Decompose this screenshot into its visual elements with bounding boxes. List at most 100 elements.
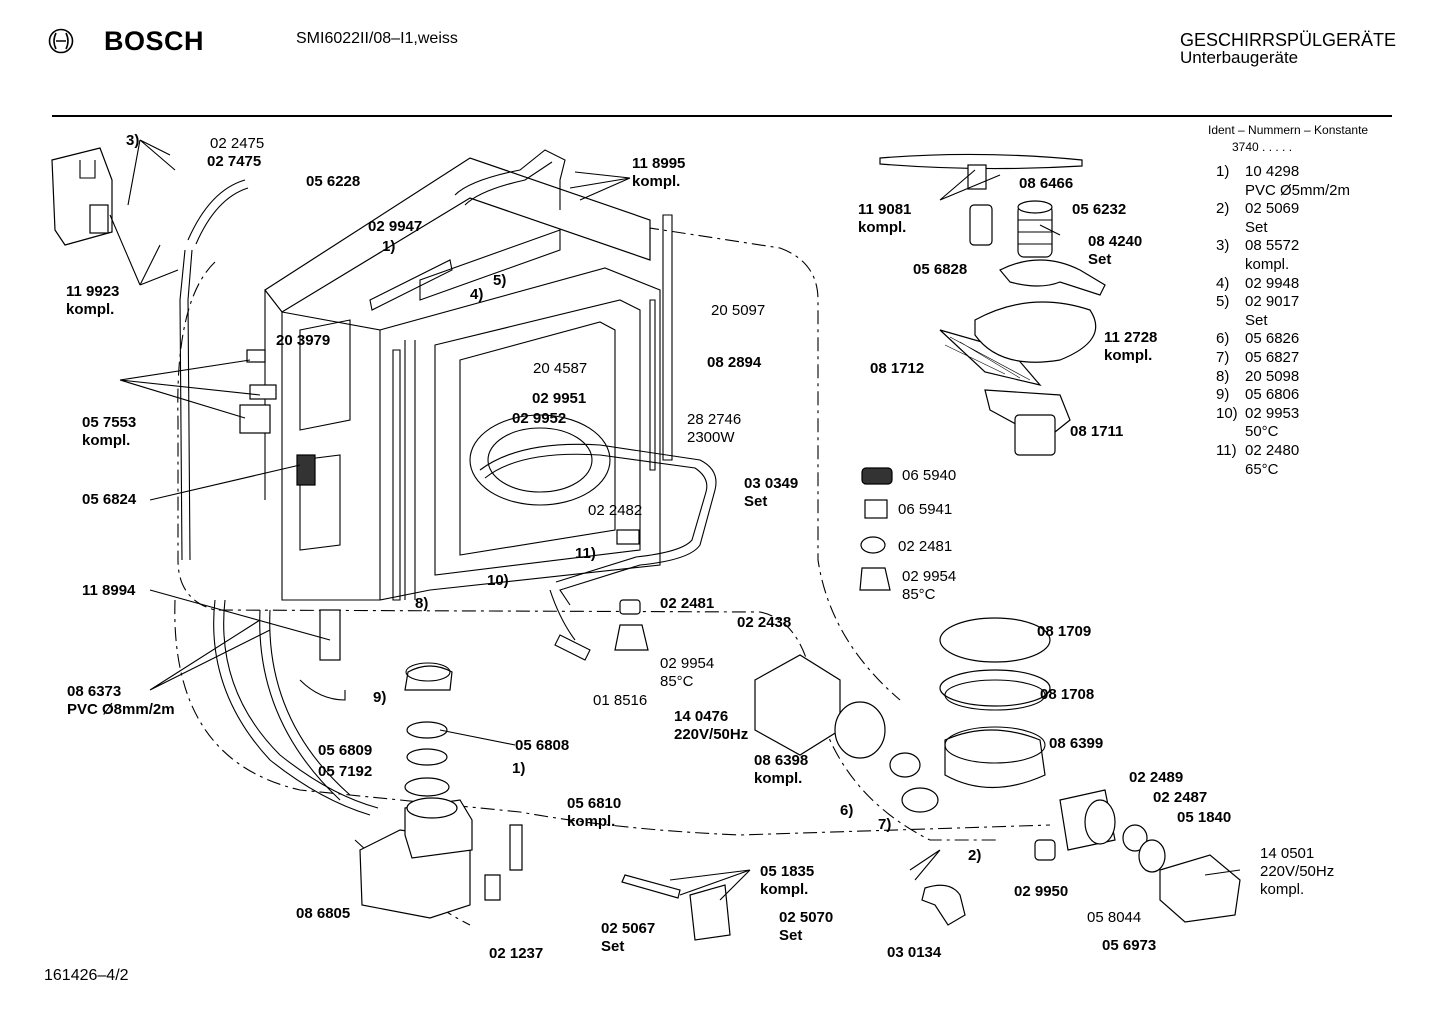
part-callout-line: 7) <box>878 816 891 833</box>
part-callout: 06 5940 <box>902 467 956 484</box>
part-callout-line: 3) <box>126 132 139 149</box>
part-callout-line: 10) <box>487 572 509 589</box>
part-callout-line: 20 4587 <box>533 360 587 377</box>
legend-text: 50°C <box>1245 423 1279 441</box>
part-callout-line: kompl. <box>858 219 906 236</box>
legend-number: 6) <box>1216 330 1230 348</box>
ident-value: 3740 . . . . . <box>1232 140 1293 154</box>
part-callout: 05 6228 <box>306 173 360 190</box>
legend-row: 50°C <box>1216 423 1350 442</box>
part-callout-line: 11 8994 <box>82 582 136 599</box>
part-callout: 02 2489 <box>1129 769 1183 786</box>
legend-row: 65°C <box>1216 461 1350 480</box>
part-callout-line: 02 2438 <box>737 614 791 631</box>
part-callout: 02 9950 <box>1014 883 1068 900</box>
part-callout-line: 05 6232 <box>1072 201 1126 218</box>
legend-row: Set <box>1216 219 1350 238</box>
legend-number: 10) <box>1216 404 1238 422</box>
part-callout-line: 08 6466 <box>1019 175 1073 192</box>
part-callout: 02 9951 <box>532 390 586 407</box>
part-callout: 06 5941 <box>898 501 952 518</box>
legend-number: 7) <box>1216 348 1230 366</box>
part-callout-line: 05 6228 <box>306 173 360 190</box>
part-callout-line: 85°C <box>902 586 936 603</box>
part-callout-line: 05 6808 <box>515 737 569 754</box>
part-callout: 2) <box>968 847 981 864</box>
header-divider <box>52 115 1392 117</box>
part-callout-line: 02 9954 <box>660 655 714 672</box>
part-callout: 08 1708 <box>1040 686 1094 703</box>
legend-row: 2)02 5069 <box>1216 200 1350 219</box>
part-callout-line: 05 1840 <box>1177 809 1231 826</box>
part-callout: 02 2475 <box>210 135 264 152</box>
category-title: GESCHIRRSPÜLGERÄTE <box>1180 30 1397 50</box>
part-callout-line: 08 1712 <box>870 360 924 377</box>
part-callout: 08 1711 <box>1070 423 1123 440</box>
legend-text: 65°C <box>1245 460 1279 478</box>
part-callout-line: 05 7192 <box>318 763 372 780</box>
part-callout: 3) <box>126 132 139 149</box>
part-callout-line: 14 0476 <box>674 708 728 725</box>
part-callout-line: 05 6810 <box>567 795 621 812</box>
part-callout: 05 7192 <box>318 763 372 780</box>
part-callout: 01 8516 <box>593 692 647 709</box>
legend-number: 9) <box>1216 386 1230 404</box>
part-callout: 1) <box>512 760 525 777</box>
legend-text: kompl. <box>1245 255 1290 273</box>
legend-row: 3)08 5572 <box>1216 237 1350 256</box>
part-callout-line: 02 2489 <box>1129 769 1183 786</box>
part-callout-line: 1) <box>512 760 525 777</box>
legend-row: 6) 05 6826 <box>1216 330 1350 349</box>
legend-number: 5) <box>1216 293 1230 311</box>
part-callout-line: 03 0134 <box>887 944 942 961</box>
part-callout-line: 220V/50Hz <box>674 726 748 743</box>
part-callout-line: 08 4240 <box>1088 233 1142 250</box>
part-callout-line: 20 3979 <box>276 332 330 349</box>
part-callout-line: 11 9081 <box>858 201 911 218</box>
part-callout-line: Set <box>779 927 802 944</box>
part-callout-line: 06 5940 <box>902 467 956 484</box>
part-callout-line: 28 2746 <box>687 411 741 428</box>
legend-number: 2) <box>1216 200 1230 218</box>
legend-row: PVC Ø5mm/2m <box>1216 182 1350 201</box>
part-callout: 05 6824 <box>82 491 137 508</box>
part-callout-line: kompl. <box>567 813 615 830</box>
part-callout-line: kompl. <box>66 301 114 318</box>
legend-text: 02 9017 <box>1245 293 1300 311</box>
part-callout: 05 1840 <box>1177 809 1231 826</box>
legend-number: 8) <box>1216 367 1230 385</box>
legend-row: 8) 20 5098 <box>1216 368 1350 387</box>
legend-row: 10)02 9953 <box>1216 405 1350 424</box>
part-callout-line: kompl. <box>82 432 130 449</box>
part-callout: 05 8044 <box>1087 909 1141 926</box>
legend-text: 20 5098 <box>1245 367 1300 385</box>
legend-row: 7)05 6827 <box>1216 349 1350 368</box>
part-callout: 02 2481 <box>660 595 714 612</box>
legend-text: 05 6826 <box>1245 330 1300 348</box>
part-callout-line: 02 9947 <box>368 218 422 235</box>
brand-name: BOSCH <box>104 26 205 56</box>
part-callout: 11 8994 <box>82 582 136 599</box>
legend-row: 1)10 4298 <box>1216 163 1350 182</box>
legend-row: 9)05 6806 <box>1216 386 1350 405</box>
part-callout-line: 2) <box>968 847 981 864</box>
part-callout: 4) <box>470 286 483 303</box>
part-callout: 03 0134 <box>887 944 942 961</box>
part-callout: 8) <box>415 595 428 612</box>
part-callout-line: 05 6828 <box>913 261 967 278</box>
part-callout-line: 8) <box>415 595 428 612</box>
part-callout-line: 9) <box>373 689 386 706</box>
part-callout-line: kompl. <box>1260 881 1304 898</box>
